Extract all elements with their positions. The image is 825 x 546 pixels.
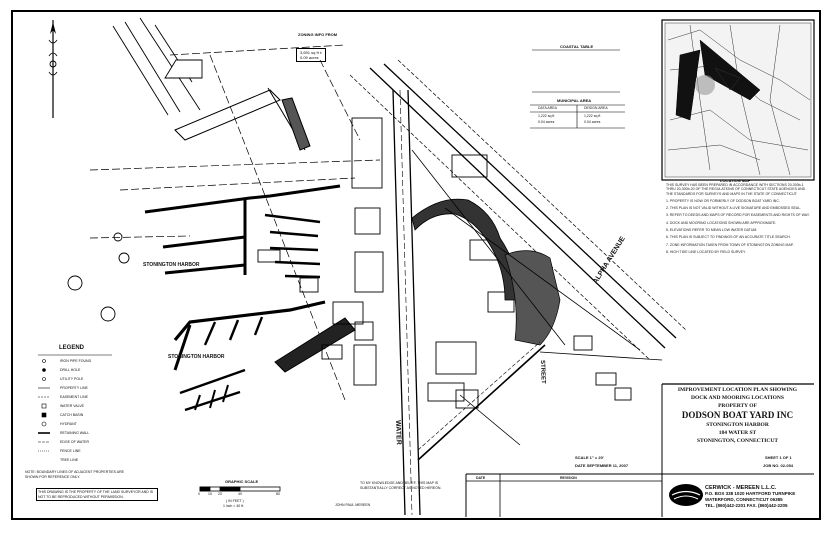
zoning-note: ZONING INFO FROM xyxy=(298,32,338,37)
plan-subtitle: DOCK AND MOORING LOCATIONS xyxy=(691,395,784,401)
right-property-lines xyxy=(411,149,663,461)
outer-border xyxy=(11,10,821,520)
note-item: 3. REFER TO DEEDS AND MAPS OF RECORD FOR… xyxy=(666,213,810,218)
harbor-label-right: STONINGTON HARBOR xyxy=(168,354,225,360)
legend-item: DRILL HOLE xyxy=(60,368,81,372)
harbor-name: STONINGTON HARBOR xyxy=(706,422,769,428)
plan-date: DATE SEPTEMBER 11, 2007 xyxy=(575,463,629,468)
scale-ratio: 1 inch = 40 ft. xyxy=(223,504,245,508)
scale-tick: 0 xyxy=(198,492,200,496)
note-item: 4. DOCK AND MOORING LOCATIONS SHOWN ARE … xyxy=(666,220,777,225)
alpha-avenue-road xyxy=(349,59,687,361)
floating-docks-left xyxy=(144,184,341,279)
mooring-buoys xyxy=(67,232,130,322)
harbor-label-left: STONINGTON HARBOR xyxy=(143,262,200,268)
legend-item: IRON PIPE FOUND xyxy=(60,359,92,363)
street-address: 184 WATER ST xyxy=(718,430,757,436)
legend-item: FENCE LINE xyxy=(60,449,81,453)
area-box: 3,691 sq ft ± 0.09 acres xyxy=(296,48,326,62)
certification-note: TO MY KNOWLEDGE AND BELIEF, THIS MAP IS … xyxy=(360,481,442,490)
graphic-scale-title: GRAPHIC SCALE xyxy=(225,479,259,484)
municipal-col-2: DESIGN AREA xyxy=(584,106,608,110)
note-item: 1. PROPERTY IS NOW OR FORMERLY OF DODSON… xyxy=(666,198,780,203)
revision-header: REVISION xyxy=(560,476,577,480)
plan-title: IMPROVEMENT LOCATION PLAN SHOWING xyxy=(677,387,798,393)
location-map-frame xyxy=(661,19,815,181)
water-street-label: WATER xyxy=(394,419,402,445)
note-item: 2. THIS PLAN IS NOT VALID WITHOUT A LIVE… xyxy=(666,206,802,211)
north-arrow-icon xyxy=(48,20,58,118)
buildings xyxy=(257,117,632,409)
scale-tick: 20 xyxy=(218,492,222,496)
street-label: STREET xyxy=(539,360,546,384)
firm-name: CERWICK - MEREEN L.L.C. xyxy=(705,485,777,491)
note-item: 6. THIS PLAN IS SUBJECT TO FINDINGS OF A… xyxy=(666,235,791,240)
coastal-table-title: COASTAL TABLE xyxy=(560,44,594,49)
property-boundary-lines xyxy=(89,44,381,401)
note-item: 5. ELEVATIONS REFER TO MEAN LOW WATER DA… xyxy=(666,228,758,233)
water-street-road xyxy=(392,89,421,516)
railroad-tracks xyxy=(112,17,203,116)
property-of: PROPERTY OF xyxy=(718,403,757,409)
firm-address-1: P.O. BOX 338 1020 HARTFORD TURNPIKE xyxy=(705,491,796,496)
note-item: 7. ZONE INFORMATION TAKEN FROM TOWN OF S… xyxy=(666,242,794,247)
legend-title: LEGEND xyxy=(59,345,85,351)
legend-item: WATER VALVE xyxy=(60,404,84,408)
scale-tick: 80 xyxy=(276,492,280,496)
firm-logo-icon xyxy=(669,484,703,506)
note-item: 8. HIGH TIDE LINE LOCATED BY FIELD SURVE… xyxy=(666,249,746,254)
legend-item: CATCH BASIN xyxy=(60,413,84,417)
revision-date-header: DATE xyxy=(476,476,486,480)
legend-item: TREE LINE xyxy=(60,458,79,462)
scale-units: ( IN FEET ) xyxy=(226,499,244,503)
graphic-scale-bar xyxy=(199,486,281,492)
ownership-note: THIS DRAWING IS THE PROPERTY OF THE LAND… xyxy=(36,488,158,501)
scale-tick: 10 xyxy=(208,492,212,496)
firm-address-2: WATERFORD, CONNECTICUT 06385 xyxy=(705,497,783,502)
town-state: STONINGTON, CONNECTICUT xyxy=(696,438,779,444)
legend-item: PROPERTY LINE xyxy=(60,386,88,390)
owner-name: DODSON BOAT YARD INC xyxy=(681,410,794,420)
location-map xyxy=(664,22,812,178)
legend-item: EASEMENT LINE xyxy=(60,395,88,399)
plan-scale: SCALE 1" = 20' xyxy=(575,455,604,460)
municipal-area-title: MUNICIPAL AREA xyxy=(557,98,592,103)
legend-item: EDGE OF WATER xyxy=(60,440,89,444)
sheet-number: SHEET 1 OF 1 xyxy=(765,455,792,460)
retaining-embankment xyxy=(411,198,561,346)
upper-pier xyxy=(174,87,311,151)
legend-item: UTILITY POLE xyxy=(60,377,84,381)
surveyor-signature: JOHN PAUL MEREEN xyxy=(335,503,371,507)
legend-item: RETAINING WALL xyxy=(60,431,90,435)
firm-phone: TEL. (860)442-2201 FAX. (860)442-2205 xyxy=(705,503,788,508)
adjacent-note: NOTE: BOUNDARY LINES OF ADJACENT PROPERT… xyxy=(25,470,124,479)
job-number: JOB NO. 02-054 xyxy=(763,463,794,468)
area-sqft: 3,691 sq ft ± xyxy=(300,50,322,55)
municipal-cell: 1,222 sq ft xyxy=(538,114,555,118)
legend: LEGEND IRON PIPE FOUND DRILL HOLE UTILIT… xyxy=(25,343,115,468)
location-map-caption: LOCATION MAP xyxy=(720,178,751,183)
title-block: IMPROVEMENT LOCATION PLAN SHOWING DOCK A… xyxy=(663,386,812,445)
legend-symbols xyxy=(38,354,112,452)
area-acres: 0.09 acres xyxy=(300,55,319,60)
municipal-col-1: DATA AREA xyxy=(538,106,557,110)
legend-item: HYDRANT xyxy=(60,422,77,426)
survey-notes: THIS SURVEY HAS BEEN PREPARED IN ACCORDA… xyxy=(666,183,810,379)
municipal-cell: 0.04 acres xyxy=(538,120,555,124)
municipal-cell: 0.04 acres xyxy=(584,120,601,124)
coastal-table xyxy=(530,49,625,129)
note-item: THIS SURVEY HAS BEEN PREPARED IN ACCORDA… xyxy=(666,183,806,196)
firm-block: CERWICK - MEREEN L.L.C. P.O. BOX 338 102… xyxy=(705,485,813,509)
municipal-cell: 1,222 sq ft xyxy=(584,114,601,118)
scale-tick: 40 xyxy=(238,492,242,496)
